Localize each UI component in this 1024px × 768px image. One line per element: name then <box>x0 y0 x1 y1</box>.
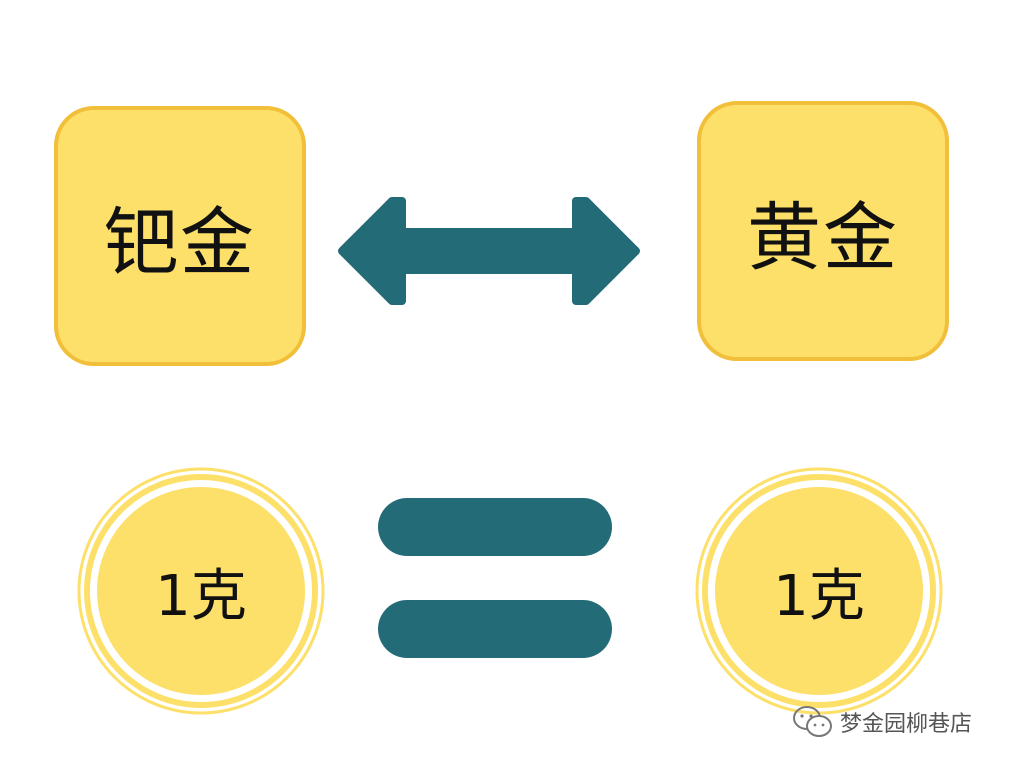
gold-weight-label: 1克 <box>773 563 865 629</box>
palladium-box: 钯金 <box>54 106 306 366</box>
gold-coin: 1克 <box>694 466 944 716</box>
equals-top-bar <box>378 498 612 556</box>
coin-rings-icon <box>77 467 325 715</box>
palladium-coin: 1克 <box>76 466 326 716</box>
gold-label: 黄金 <box>747 194 899 281</box>
wechat-icon <box>793 706 832 737</box>
watermark: 梦金园柳巷店 <box>792 700 972 744</box>
palladium-weight-label: 1克 <box>155 563 247 629</box>
palladium-label: 钯金 <box>104 199 256 286</box>
equals-bottom-bar <box>378 600 612 658</box>
watermark-text: 梦金园柳巷店 <box>840 712 973 737</box>
gold-box: 黄金 <box>697 101 949 361</box>
double-arrow-icon <box>338 197 640 305</box>
